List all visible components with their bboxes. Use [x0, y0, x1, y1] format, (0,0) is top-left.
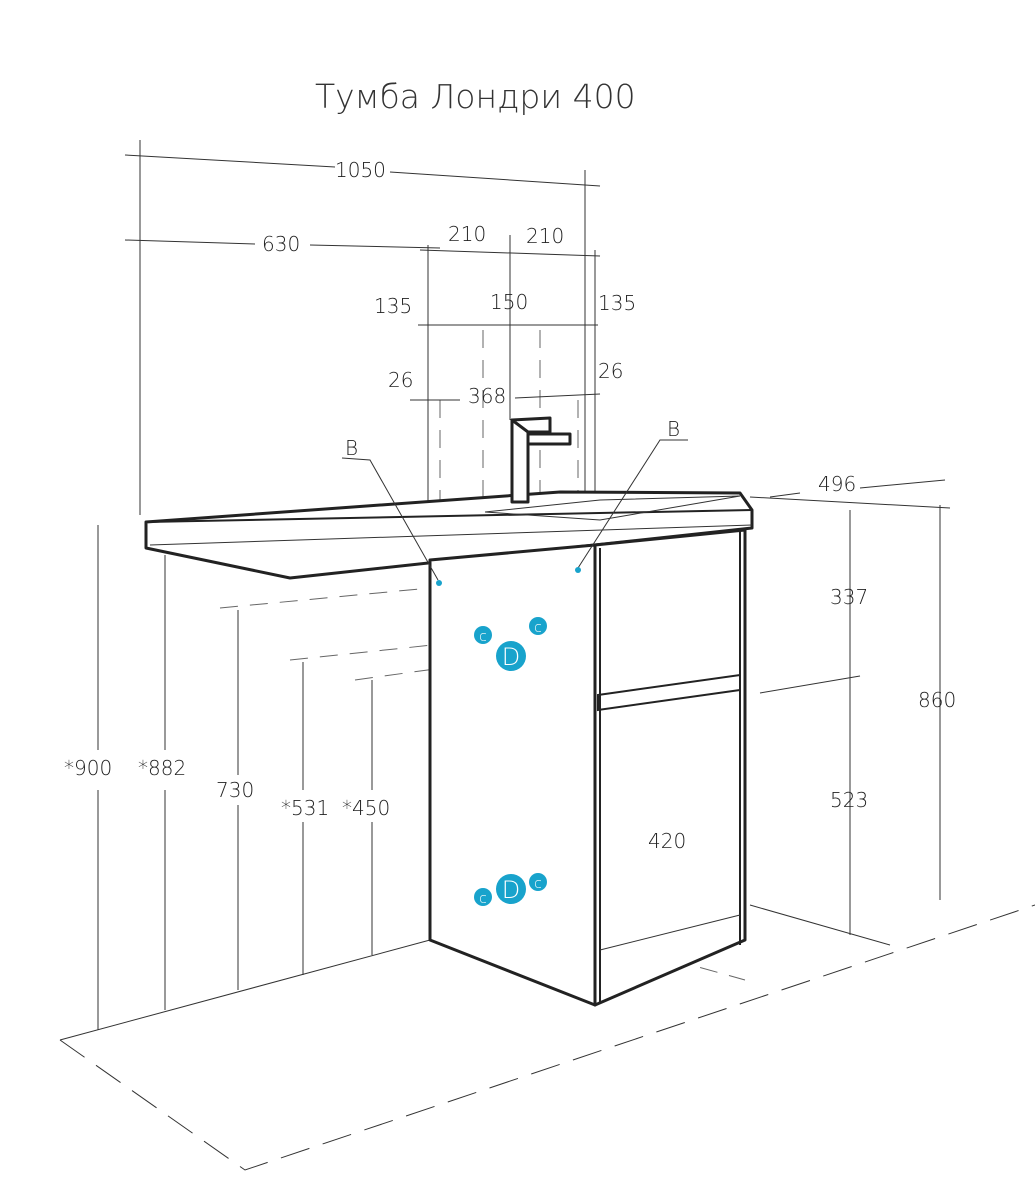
- dimension-lines: [59, 154, 946, 1041]
- connection-markers: c c D c c D: [474, 617, 547, 907]
- dim-front-width: 420: [648, 829, 686, 853]
- dim-left-width: 630: [262, 232, 300, 256]
- dim-depth: 496: [818, 472, 856, 496]
- dim-drawer-height: 337: [830, 585, 868, 609]
- dim-offset-left: 135: [374, 294, 412, 318]
- marker-d-lower: D: [496, 874, 526, 904]
- b-leaders: [341, 439, 688, 586]
- dim-height-900: *900: [64, 756, 112, 780]
- svg-text:c: c: [534, 876, 542, 892]
- dim-sink-half-right: 210: [526, 224, 564, 248]
- dim-edge-right: 26: [598, 359, 623, 383]
- dim-height-531: *531: [281, 796, 329, 820]
- countertop: [144, 490, 754, 580]
- dim-door-height: 523: [830, 788, 868, 812]
- marker-c-upper-right: c: [529, 617, 547, 636]
- dim-sink-half-left: 210: [448, 222, 486, 246]
- cabinet: [428, 528, 747, 1007]
- marker-c-upper-left: c: [474, 626, 492, 645]
- drawer-handle: [597, 673, 741, 712]
- svg-text:c: c: [479, 891, 487, 907]
- marker-c-lower-right: c: [529, 873, 547, 892]
- diagram-title: Тумба Лондри 400: [315, 77, 636, 116]
- dim-height-450: *450: [342, 796, 390, 820]
- dim-height-882: *882: [138, 756, 186, 780]
- svg-text:D: D: [502, 876, 520, 904]
- label-b-right: B: [667, 417, 680, 441]
- floor-outline: [59, 904, 1035, 1171]
- dim-height-730: 730: [216, 778, 254, 802]
- dim-cabinet-height: 860: [918, 688, 956, 712]
- dim-offset-right: 135: [598, 291, 636, 315]
- marker-c-lower-left: c: [474, 888, 492, 907]
- svg-text:c: c: [479, 629, 487, 645]
- faucet: [510, 416, 572, 504]
- label-b-left: B: [345, 436, 358, 460]
- svg-text:D: D: [502, 643, 520, 671]
- dim-total-width: 1050: [335, 158, 386, 182]
- dim-cabinet-inner: 368: [468, 384, 506, 408]
- marker-d-upper: D: [496, 641, 526, 671]
- dim-edge-left: 26: [388, 368, 413, 392]
- dim-center-span: 150: [490, 290, 528, 314]
- svg-text:c: c: [534, 620, 542, 636]
